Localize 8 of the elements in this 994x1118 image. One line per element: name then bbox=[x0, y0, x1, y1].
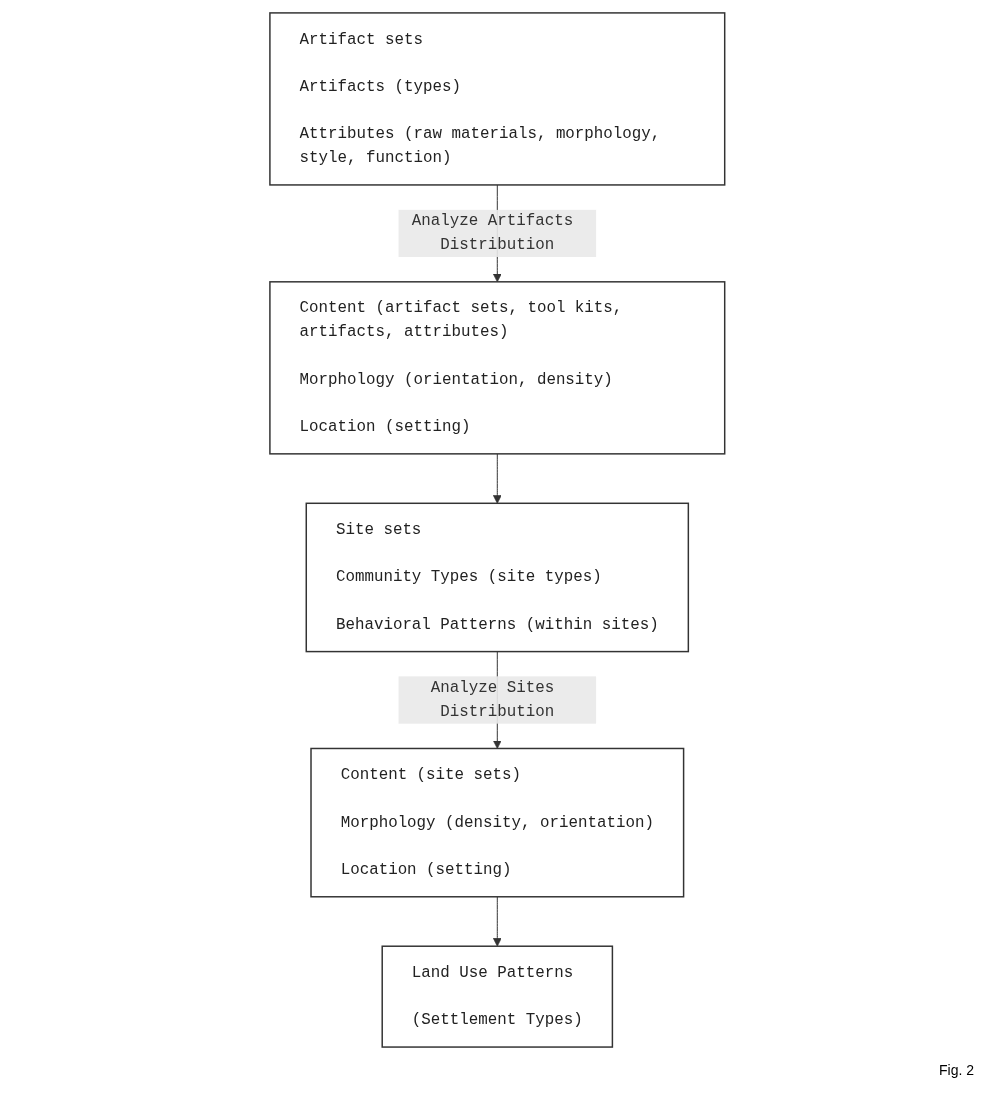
node-box: Artifact sets Artifacts (types) Attributes (raw materials, morphology, style, function) bbox=[268, 12, 726, 186]
edge-label: Analyze Sites Distribution bbox=[430, 679, 554, 721]
node-box: Land Use Patterns (Settlement Types) bbox=[381, 945, 613, 1048]
edge-label: Analyze Artifacts Distribution bbox=[411, 212, 573, 255]
figure-caption: Fig. 2 bbox=[939, 1062, 974, 1078]
node-box: Site sets Community Types (site types) Behavioral Patterns (within sites) bbox=[305, 502, 689, 653]
node-box: Content (site sets) Morphology (density, orientation) Location (setting) bbox=[309, 747, 685, 898]
node-box: Content (artifact sets, tool kits, artifacts, attributes) Morphology (orientation, density) Location (setting) bbox=[268, 281, 726, 455]
